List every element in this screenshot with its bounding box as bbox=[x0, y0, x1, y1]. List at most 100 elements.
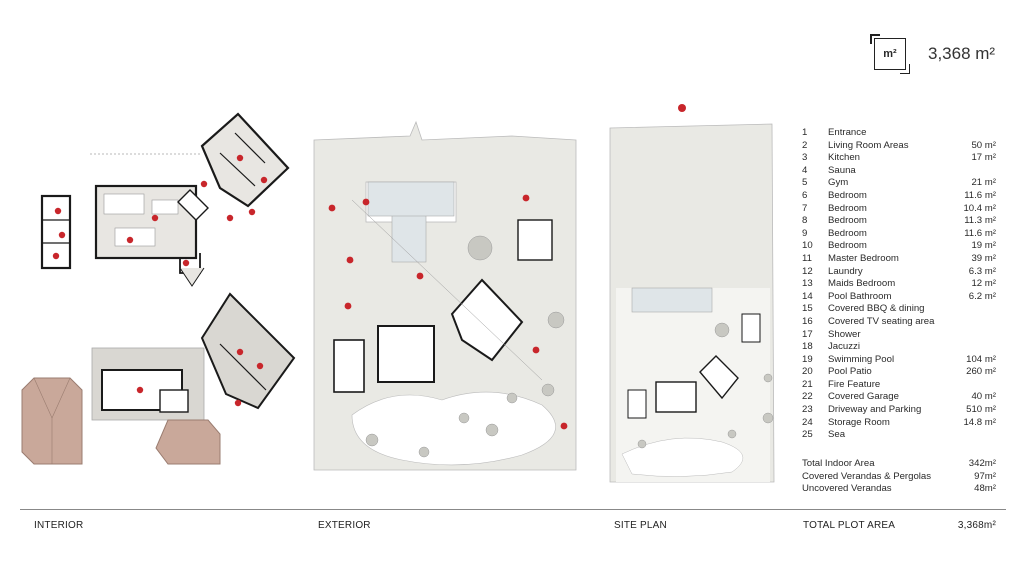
legend-name: Covered TV seating area bbox=[828, 315, 935, 327]
legend-name: Covered Garage bbox=[828, 391, 899, 403]
room-marker bbox=[260, 176, 268, 184]
legend-area: 12 m² bbox=[971, 278, 996, 290]
legend-name: Bedroom bbox=[828, 240, 867, 252]
legend-num: 15 bbox=[802, 303, 813, 315]
totals-area: 342m² bbox=[968, 458, 996, 469]
legend-area: 50 m² bbox=[971, 139, 996, 151]
legend-num: 13 bbox=[802, 278, 813, 290]
room-marker bbox=[200, 180, 208, 188]
room-marker bbox=[136, 386, 144, 394]
legend-name: Maids Bedroom bbox=[828, 278, 896, 290]
legend-num: 11 bbox=[802, 252, 812, 264]
legend-name: Swimming Pool bbox=[828, 353, 895, 365]
legend-area bbox=[940, 341, 996, 354]
legend-row: 3 Kitchen 17 m² bbox=[802, 152, 996, 165]
legend-num: 3 bbox=[802, 152, 808, 164]
legend-num: 8 bbox=[802, 215, 808, 227]
legend-name: Kitchen bbox=[828, 152, 860, 164]
legend-num: 10 bbox=[802, 240, 813, 252]
legend-name: Living Room Areas bbox=[828, 139, 909, 151]
legend-num: 19 bbox=[802, 353, 813, 365]
legend-area bbox=[940, 165, 996, 178]
section-label-site-plan: SITE PLAN bbox=[614, 520, 667, 531]
zone-marker bbox=[416, 272, 424, 280]
zone-marker bbox=[522, 194, 530, 202]
legend-name: Gym bbox=[828, 177, 849, 189]
legend-area: 17 m² bbox=[971, 152, 996, 164]
legend-name: Laundry bbox=[828, 265, 863, 277]
total-plot-value: 3,368m² bbox=[957, 520, 996, 531]
legend-num: 1 bbox=[802, 127, 808, 138]
zone-marker bbox=[328, 204, 336, 212]
area-badge: m² bbox=[870, 34, 910, 74]
legend-area: 6.3 m² bbox=[968, 265, 996, 277]
room-marker bbox=[182, 259, 190, 267]
area-badge-label: m² bbox=[874, 38, 906, 70]
totals-area: 97m² bbox=[974, 470, 996, 482]
interior-upper-floor bbox=[21, 292, 296, 465]
total-area-value: 3,368 m² bbox=[928, 44, 996, 63]
legend-num: 4 bbox=[802, 164, 808, 176]
legend-area: 11.6 m² bbox=[964, 227, 996, 239]
room-marker bbox=[126, 236, 134, 244]
legend-area: 10.4 m² bbox=[963, 202, 996, 214]
zone-marker bbox=[346, 256, 354, 264]
sea-marker bbox=[678, 104, 686, 112]
legend-num: 12 bbox=[802, 265, 813, 277]
interior-plan bbox=[21, 112, 296, 465]
legend-area: 21 m² bbox=[971, 177, 996, 189]
legend-area bbox=[940, 429, 996, 442]
room-marker bbox=[151, 214, 159, 222]
room-marker bbox=[52, 252, 60, 260]
section-label-interior: INTERIOR bbox=[34, 520, 84, 531]
legend-num: 23 bbox=[802, 404, 813, 416]
legend-name: Jacuzzi bbox=[828, 341, 860, 353]
legend-area bbox=[940, 316, 996, 329]
legend-name: Shower bbox=[828, 328, 861, 340]
legend-area: 260 m² bbox=[966, 366, 996, 378]
legend-name: Covered BBQ & dining bbox=[828, 303, 925, 315]
legend-area bbox=[940, 127, 996, 140]
legend-area bbox=[940, 379, 996, 392]
totals-row: Total Indoor Area 342m² bbox=[802, 458, 996, 471]
legend-num: 9 bbox=[802, 227, 808, 239]
totals-name: Total Indoor Area bbox=[802, 458, 875, 469]
legend-area: 39 m² bbox=[971, 252, 996, 264]
legend-name: Storage Room bbox=[828, 416, 890, 428]
totals-name: Uncovered Verandas bbox=[802, 483, 892, 495]
legend-name: Bedroom bbox=[828, 189, 867, 201]
legend-area: 510 m² bbox=[966, 404, 996, 416]
site-plan bbox=[609, 104, 775, 483]
room-marker bbox=[256, 362, 264, 370]
legend-row: 2 Living Room Areas 50 m² bbox=[802, 140, 996, 153]
legend-num: 2 bbox=[802, 139, 808, 151]
room-marker bbox=[248, 208, 256, 216]
zone-marker bbox=[362, 198, 370, 206]
exterior-plan bbox=[313, 120, 577, 471]
zone-marker bbox=[532, 346, 540, 354]
legend-area: 19 m² bbox=[971, 240, 996, 252]
total-plot-label: TOTAL PLOT AREA bbox=[803, 520, 896, 531]
legend-num: 25 bbox=[802, 429, 813, 441]
legend-area: 11.3 m² bbox=[964, 215, 996, 227]
legend-num: 20 bbox=[802, 366, 813, 378]
interior-ground-floor bbox=[40, 112, 290, 287]
legend-area: 104 m² bbox=[966, 353, 996, 365]
legend-num: 7 bbox=[802, 202, 808, 214]
